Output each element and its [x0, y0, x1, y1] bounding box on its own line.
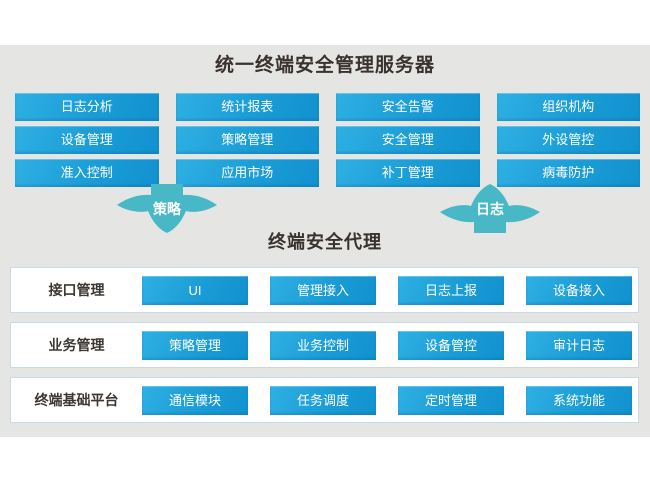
- server-module-block: 外设管控: [496, 126, 640, 154]
- server-module-block: 日志分析: [15, 93, 159, 121]
- agent-layer-business: 业务管理 策略管理 业务控制 设备管控 审计日志: [10, 322, 639, 368]
- server-module-block: 安全告警: [336, 93, 480, 121]
- agent-layer-label: 接口管理: [48, 282, 105, 298]
- server-module-block: 统计报表: [175, 93, 319, 121]
- agent-layer-label: 终端基础平台: [34, 392, 119, 408]
- agent-module-block: 管理接入: [270, 276, 376, 305]
- agent-module-block: 设备管控: [398, 331, 504, 360]
- server-module-block: 设备管理: [15, 126, 159, 154]
- agent-module-block: 系统功能: [526, 386, 632, 415]
- server-module-block: 策略管理: [175, 126, 319, 154]
- agent-module-block: 策略管理: [142, 331, 248, 360]
- agent-module-block: 业务控制: [270, 331, 376, 360]
- agent-module-block: 通信模块: [142, 386, 248, 415]
- agent-title: 终端安全代理: [268, 232, 382, 252]
- server-module-block: 组织机构: [496, 93, 640, 121]
- server-module-block: 病毒防护: [496, 159, 640, 187]
- log-arrow-label: 日志: [476, 200, 504, 217]
- up-arrow-icon: [440, 184, 540, 233]
- agent-layer-interface: 接口管理 UI 管理接入 日志上报 设备接入: [10, 267, 639, 313]
- server-module-block: 补丁管理: [336, 159, 480, 187]
- log-flow-arrow: 日志: [440, 184, 540, 233]
- agent-layer-platform: 终端基础平台 通信模块 任务调度 定时管理 系统功能: [10, 377, 639, 423]
- agent-module-block: UI: [142, 276, 248, 305]
- server-module-grid: 日志分析 统计报表 安全告警 组织机构 设备管理 策略管理 安全管理 外设管控 …: [15, 93, 640, 187]
- policy-arrow-label: 策略: [153, 200, 181, 217]
- policy-flow-arrow: 策略: [117, 184, 217, 233]
- down-arrow-icon: [117, 184, 217, 233]
- agent-module-block: 审计日志: [526, 331, 632, 360]
- server-module-block: 应用市场: [175, 159, 319, 187]
- agent-module-block: 任务调度: [270, 386, 376, 415]
- agent-module-block: 定时管理: [398, 386, 504, 415]
- server-module-block: 准入控制: [15, 159, 159, 187]
- agent-module-block: 日志上报: [398, 276, 504, 305]
- agent-module-block: 设备接入: [526, 276, 632, 305]
- server-module-block: 安全管理: [336, 126, 480, 154]
- server-title: 统一终端安全管理服务器: [214, 55, 435, 76]
- agent-layer-label: 业务管理: [48, 337, 105, 353]
